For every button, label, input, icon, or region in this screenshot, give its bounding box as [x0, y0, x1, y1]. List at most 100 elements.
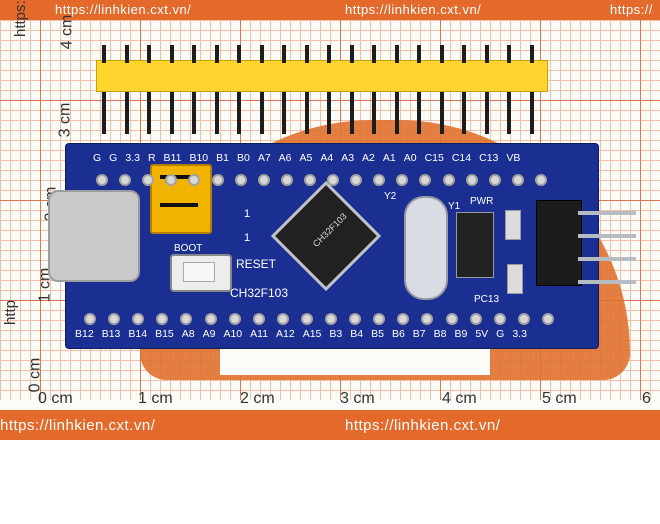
header-pin-top [327, 45, 331, 63]
header-pin-top [439, 45, 444, 63]
header-pin-top [169, 45, 174, 63]
top-pin-pad [373, 174, 386, 186]
header-pin-top [507, 45, 511, 63]
top-pin-pad [465, 174, 478, 186]
top-pin-pad [211, 174, 224, 186]
header-pin-top [394, 45, 399, 63]
bottom-pin-label: A8 [181, 328, 195, 340]
header-pin-bottom [304, 92, 309, 134]
x-label-2cm: 2 cm [240, 390, 275, 407]
bottom-pin-label: A11 [250, 328, 269, 340]
jumper-connector-bottom [160, 203, 198, 207]
header-pin-top [124, 45, 129, 63]
bottom-left-watermark: https://linhkien.cxt.vn/ [0, 417, 156, 434]
left-vertical-watermark-top: https://linhkien.cxt.vn/ [12, 0, 29, 37]
y-label-0cm: 0 cm [26, 357, 44, 393]
header-pin-top [282, 45, 286, 63]
top-pin-label: A0 [403, 152, 417, 164]
bottom-pin-pad [132, 313, 145, 325]
top-pin-label: C15 [424, 152, 444, 164]
header-pin-bottom [462, 92, 466, 134]
lower-white-area [0, 440, 660, 524]
bottom-pin-pad [252, 313, 265, 325]
header-pin-top [417, 45, 421, 63]
top-pin-pad [419, 174, 432, 186]
top-center-watermark: https://linhkien.cxt.vn/ [345, 2, 482, 17]
top-pin-pad [257, 174, 270, 186]
top-pin-label: A1 [382, 152, 396, 164]
top-pin-label: B1 [216, 152, 229, 164]
bottom-pin-pad [300, 313, 313, 325]
jumper-connector-top [160, 175, 198, 179]
header-pin-bottom [169, 92, 174, 134]
bottom-pin-pad [108, 313, 121, 325]
bottom-pin-label: B6 [391, 328, 405, 340]
bottom-pin-pad [541, 313, 554, 325]
bottom-pin-label: 5V [475, 328, 489, 340]
bottom-pin-label: B13 [101, 328, 121, 340]
header-pin-bottom [439, 92, 444, 134]
pwr-label: PWR [470, 196, 494, 207]
top-pin-label: C14 [451, 152, 472, 164]
bottom-pin-pad [84, 313, 96, 325]
header-pin-bottom [102, 92, 106, 134]
right-pin-1 [578, 211, 636, 215]
header-pin-bottom [192, 92, 196, 134]
bottom-pin-pad [517, 313, 530, 325]
x-label-0cm: 0 cm [38, 390, 73, 407]
bottom-center-watermark: https://linhkien.cxt.vn/ [345, 417, 501, 434]
y1-label: Y1 [448, 201, 461, 212]
y2-label: Y2 [384, 191, 397, 202]
top-pin-label: B0 [236, 152, 250, 164]
bottom-pin-label: B3 [329, 328, 343, 340]
header-pin-bottom [259, 92, 264, 134]
right-pin-2 [578, 234, 636, 238]
left-vertical-watermark-bottom: http [2, 299, 19, 325]
crystal-oscillator [404, 196, 448, 300]
top-pin-pad [303, 174, 316, 186]
pc13-label: PC13 [474, 294, 500, 305]
header-pin-bottom [349, 92, 354, 134]
bottom-pin-pad [204, 313, 217, 325]
bottom-pin-label: G [496, 328, 505, 340]
top-pin-label: G [109, 152, 118, 164]
top-pin-pad [534, 174, 547, 186]
top-pin-pad [96, 174, 108, 186]
top-pin-label: 3.3 [125, 152, 140, 164]
reset-button-core [183, 262, 215, 282]
header-pin-bottom [237, 92, 241, 134]
bottom-pin-pad [397, 313, 410, 325]
boot-label: BOOT [174, 243, 203, 254]
top-pin-label: A2 [362, 152, 375, 164]
bottom-pin-label: 3.3 [512, 328, 527, 340]
bottom-pin-label: B12 [75, 328, 94, 340]
x-label-3cm: 3 cm [340, 390, 375, 407]
bottom-pin-label: B14 [128, 328, 148, 340]
header-pin-bottom [417, 92, 421, 134]
bottom-pin-label: B4 [350, 328, 364, 340]
pwr-led [505, 210, 521, 240]
bottom-pin-pad [493, 313, 506, 325]
top-pin-pad [488, 174, 501, 186]
usb-c-port [48, 190, 140, 282]
right-side-pin-header [536, 200, 582, 286]
bottom-watermark-bar: https://linhkien.cxt.vn/ https://linhkie… [0, 410, 660, 440]
bottom-pin-pad [180, 313, 193, 325]
top-left-watermark: https://linhkien.cxt.vn/ [55, 2, 192, 17]
bottom-pin-label: A10 [223, 328, 243, 340]
header-pin-bottom [372, 92, 376, 134]
bottom-pin-label: A12 [276, 328, 295, 340]
top-pin-label: A4 [320, 152, 334, 164]
header-pin-top [192, 45, 196, 63]
jumper-number-top: 1 [244, 208, 251, 220]
top-pin-label: A3 [341, 152, 355, 164]
bottom-pin-pad [469, 313, 482, 325]
bottom-pin-label: A9 [202, 328, 216, 340]
x-label-4cm: 4 cm [442, 390, 477, 407]
bottom-pin-pad [228, 313, 241, 325]
top-pin-pad [234, 174, 247, 186]
bottom-pin-pad [276, 313, 289, 325]
top-pin-pad [165, 174, 178, 186]
header-pin-top [147, 45, 151, 63]
